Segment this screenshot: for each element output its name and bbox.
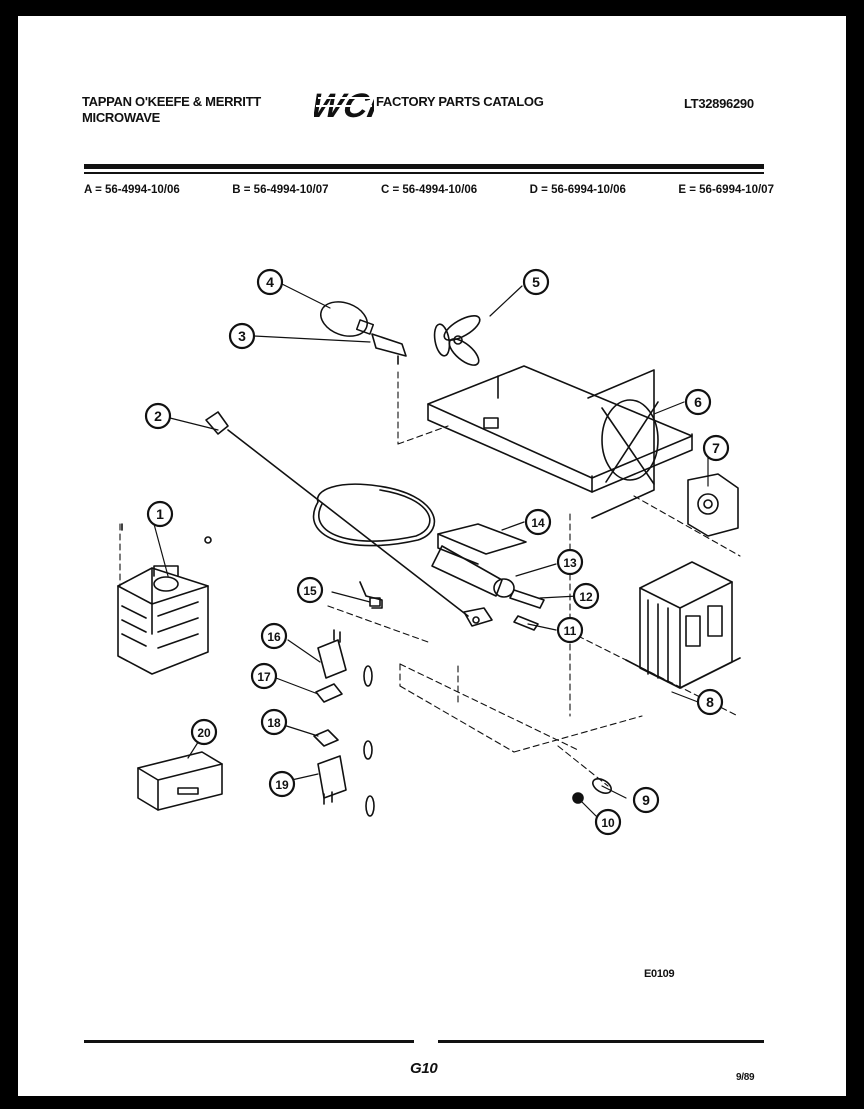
catalog-page: TAPPAN O'KEEFE & MERRITT MICROWAVE WCI F…: [18, 16, 846, 1096]
fan-blade-part: [433, 315, 481, 366]
model-d: D = 56-6994-10/06: [529, 184, 626, 196]
print-date: 9/89: [736, 1072, 755, 1083]
brand-name: TAPPAN O'KEEFE & MERRITT: [82, 94, 261, 109]
callout-17: 17: [250, 662, 278, 690]
callout-label: 12: [579, 590, 593, 604]
exploded-parts-diagram: 1 2 3 4 5 6 7 8 9 10 11 12 13 14 15 16 1…: [117, 268, 741, 836]
callout-6: 6: [684, 388, 712, 416]
lamp-bulb-part: [320, 301, 375, 337]
callout-label: 7: [712, 440, 720, 456]
callout-label: 3: [238, 328, 246, 344]
callout-label: 8: [706, 694, 714, 710]
callout-label: 20: [197, 726, 211, 740]
callout-5: 5: [522, 268, 550, 296]
fuse-part: [592, 777, 612, 795]
wci-logo: WCI: [314, 87, 374, 122]
callout-2: 2: [144, 402, 172, 430]
switch-17-part: [315, 683, 343, 703]
callout-14: 14: [524, 508, 552, 536]
callout-label: 16: [267, 630, 281, 644]
timer-module-part: [137, 751, 223, 811]
switch-19-part: [317, 755, 375, 817]
wire-harness-part: [205, 411, 469, 617]
switch-bracket-part: [359, 581, 383, 609]
header-rule-thin: [84, 172, 764, 174]
callout-20: 20: [190, 718, 218, 746]
header-rule: [84, 164, 764, 169]
fan-bracket-part: [427, 365, 693, 519]
lamp-socket-part: [371, 333, 407, 365]
model-a: A = 56-4994-10/06: [84, 184, 180, 196]
callout-3: 3: [228, 322, 256, 350]
switch-16-part: [317, 629, 373, 687]
callout-13: 13: [556, 548, 584, 576]
model-c: C = 56-4994-10/06: [380, 184, 478, 196]
wci-logo-text: WCI: [314, 87, 374, 122]
callout-label: 1: [156, 506, 164, 522]
figure-reference: E0109: [644, 968, 675, 980]
callout-19: 19: [268, 770, 296, 798]
callout-label: 5: [532, 274, 540, 290]
fan-motor-part: [687, 473, 739, 537]
callout-9: 9: [632, 786, 660, 814]
product-type: MICROWAVE: [82, 110, 160, 125]
magnetron-part: [117, 523, 212, 675]
callout-label: 10: [601, 816, 615, 830]
transformer-part: [625, 561, 741, 689]
callout-label: 9: [642, 792, 650, 808]
callout-7: 7: [702, 434, 730, 462]
callout-label: 19: [275, 778, 289, 792]
footer-rule-right: [438, 1040, 764, 1043]
clip-part: [513, 615, 539, 631]
callout-label: 11: [564, 624, 577, 638]
callout-12: 12: [572, 582, 600, 610]
callout-1: 1: [146, 500, 174, 528]
callout-label: 13: [563, 556, 577, 570]
catalog-title: FACTORY PARTS CATALOG: [376, 94, 544, 109]
model-e: E = 56-6994-10/07: [678, 184, 774, 196]
callout-16: 16: [260, 622, 288, 650]
callout-11: 11: [556, 616, 584, 644]
callout-label: 18: [267, 716, 281, 730]
brand-block: TAPPAN O'KEEFE & MERRITT MICROWAVE: [82, 94, 261, 126]
callout-label: 4: [266, 274, 274, 290]
callout-label: 6: [694, 394, 702, 410]
footer-rule-left: [84, 1040, 414, 1043]
callout-18: 18: [260, 708, 288, 736]
cutout-bracket-part: [437, 523, 527, 565]
capacitor-part: [431, 545, 515, 598]
switch-18-part: [313, 729, 373, 760]
page-number: G10: [410, 1060, 438, 1077]
callout-label: 2: [154, 408, 162, 424]
callout-label: 15: [303, 584, 317, 598]
nut-part: [572, 792, 584, 804]
interlock-switch-part: [463, 607, 493, 627]
model-b: B = 56-4994-10/07: [232, 184, 329, 196]
callout-4: 4: [256, 268, 284, 296]
callout-label: 17: [257, 670, 271, 684]
assembly-guides: [119, 371, 741, 787]
callout-label: 14: [531, 516, 545, 530]
callout-15: 15: [296, 576, 324, 604]
callout-8: 8: [696, 688, 724, 716]
callout-10: 10: [594, 808, 622, 836]
catalog-id: LT32896290: [684, 96, 754, 111]
diode-part: [509, 589, 545, 609]
model-list: A = 56-4994-10/06 B = 56-4994-10/07 C = …: [84, 184, 774, 196]
callout-bubbles: 1 2 3 4 5 6 7 8 9 10 11 12 13 14 15 16 1…: [144, 268, 730, 836]
leader-lines: [153, 283, 709, 817]
